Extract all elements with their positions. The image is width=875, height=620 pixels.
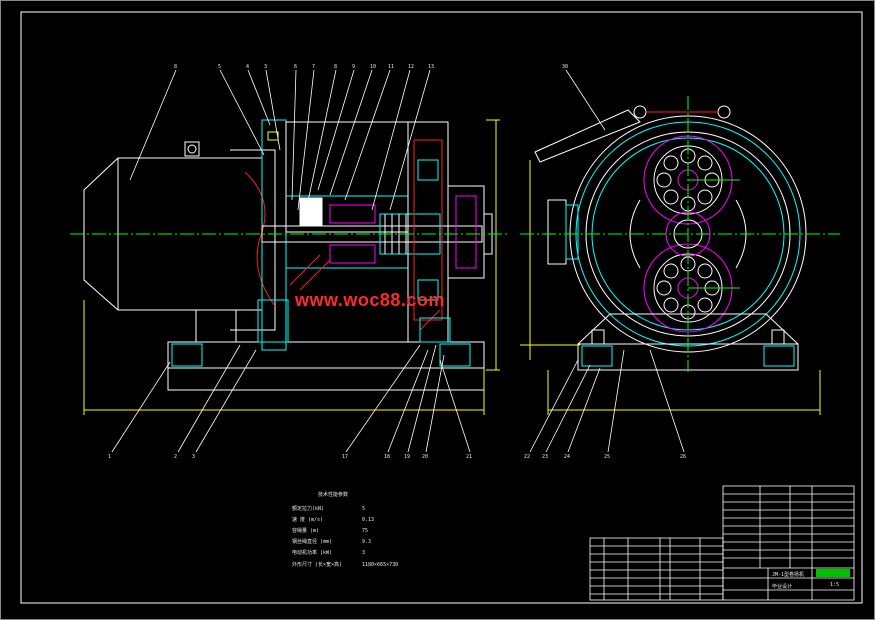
svg-text:13: 13: [428, 64, 434, 70]
params-value: 9.3: [362, 539, 371, 545]
watermark: www.woc88.com: [295, 290, 445, 310]
svg-text:5: 5: [218, 64, 221, 70]
svg-text:8: 8: [174, 64, 177, 70]
svg-text:24: 24: [564, 454, 570, 460]
params-label: 速 度 (m/s): [292, 516, 323, 523]
params-title: 技术性能参数: [318, 491, 348, 498]
svg-text:25: 25: [604, 454, 610, 460]
svg-text:1: 1: [108, 454, 111, 460]
leader-lines: [111, 69, 685, 453]
title-block: [589, 485, 855, 601]
scale: 1:5: [830, 582, 839, 588]
svg-text:18: 18: [384, 454, 390, 460]
svg-text:4: 4: [246, 64, 249, 70]
svg-text:3: 3: [192, 454, 195, 460]
params-value: 3: [362, 550, 365, 556]
svg-text:3: 3: [264, 64, 267, 70]
side-view: [520, 96, 840, 415]
params-label: 外形尺寸 (长×宽×高): [292, 561, 342, 568]
svg-text:21: 21: [466, 454, 472, 460]
svg-text:30: 30: [562, 64, 568, 70]
svg-text:2: 2: [174, 454, 177, 460]
params-value: 0.13: [362, 517, 374, 523]
parameter-table: 技术性能参数 额定拉力(kN) 5 速 度 (m/s) 0.13 容绳量 (m)…: [292, 491, 398, 568]
svg-text:7: 7: [312, 64, 315, 70]
svg-text:6: 6: [294, 64, 297, 70]
svg-text:22: 22: [524, 454, 530, 460]
params-value: 5: [362, 506, 365, 512]
params-value: 75: [362, 528, 368, 534]
svg-text:26: 26: [680, 454, 686, 460]
params-label: 额定拉力(kN): [292, 505, 324, 512]
approval-stamp: [816, 569, 850, 577]
svg-text:17: 17: [342, 454, 348, 460]
svg-text:23: 23: [542, 454, 548, 460]
params-label: 钢丝绳直径 (mm): [292, 538, 332, 545]
params-value: 1180×665×730: [362, 562, 398, 568]
svg-text:10: 10: [370, 64, 376, 70]
part-numbers: 8 5 4 3 6 7 8 9 10 11 12 13 30 1 2 3 17 …: [108, 64, 686, 460]
svg-text:20: 20: [422, 454, 428, 460]
svg-text:19: 19: [404, 454, 410, 460]
front-view: [70, 119, 510, 415]
params-label: 电动机功率 (kW): [292, 549, 332, 556]
svg-text:8: 8: [334, 64, 337, 70]
drawing-name: JM-1型卷扬机: [772, 571, 804, 578]
svg-text:9: 9: [352, 64, 355, 70]
svg-text:11: 11: [388, 64, 394, 70]
company-name: 毕业设计: [772, 583, 792, 590]
svg-text:12: 12: [408, 64, 414, 70]
params-label: 容绳量 (m): [292, 527, 319, 534]
inner-frame: [20, 11, 863, 604]
